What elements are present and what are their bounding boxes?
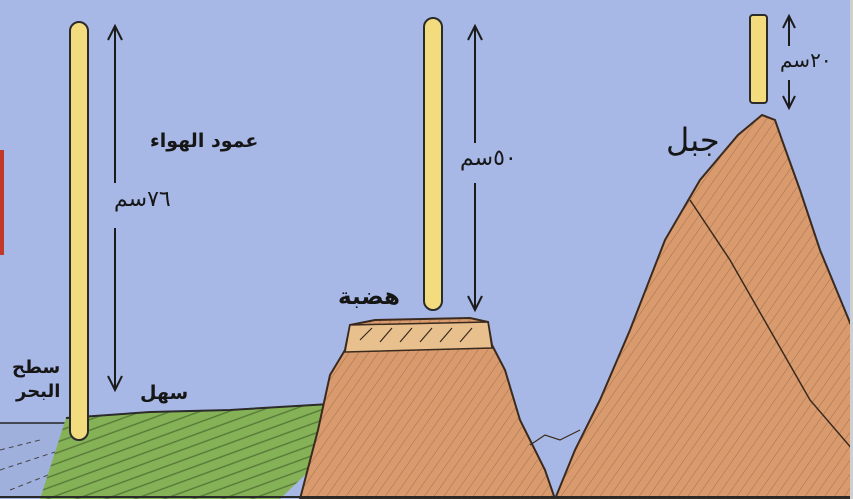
plateau-label: هضبة [338, 286, 400, 309]
plateau-top [345, 322, 492, 352]
air-column-label: عمود الهواء [150, 132, 258, 151]
plain-pressure-label: ٧٦سم [114, 189, 171, 211]
sea-level-label-line1: سطح [12, 359, 60, 377]
left-edge-accent [0, 150, 4, 255]
mountain-label: جبل [666, 124, 720, 156]
air-column-mountain [750, 15, 767, 103]
mountain-pressure-label: ٢٠سم [780, 50, 832, 70]
sea-level-label-line2: البحر [16, 383, 60, 401]
air-column-plateau [424, 18, 442, 310]
plateau-pressure-label: ٥٠سم [460, 148, 517, 170]
air-column-plain [70, 22, 88, 440]
plain-label: سهل [140, 384, 188, 403]
